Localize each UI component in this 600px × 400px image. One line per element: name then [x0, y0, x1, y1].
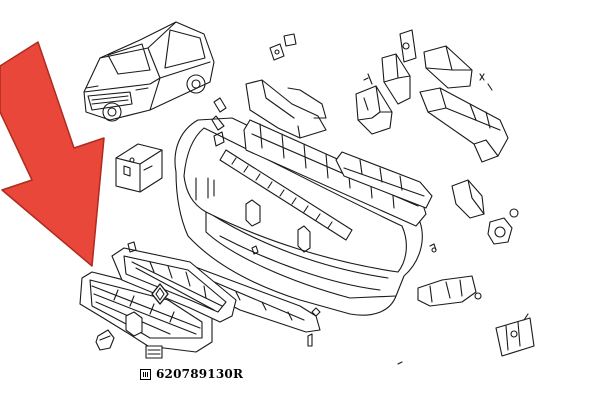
mounting-plate [495, 313, 535, 357]
bracket-assembly-right [419, 45, 509, 163]
grille-clip [95, 329, 163, 359]
clip-icon [211, 33, 519, 300]
part-number-label: 620789130R [156, 367, 244, 381]
connector-box [115, 143, 163, 193]
renault-logo-icon [125, 283, 169, 337]
fog-lamp [417, 275, 477, 307]
side-deflector [335, 151, 433, 209]
part-number-marker [140, 369, 151, 380]
impact-absorber [243, 119, 427, 227]
foglamp-bracket [451, 179, 513, 245]
arrow-icon [0, 41, 105, 267]
bumper-bracket-left [355, 85, 393, 135]
vehicle-icon [83, 21, 215, 122]
upper-crossmember [245, 79, 327, 139]
bolt-icon [251, 243, 437, 365]
bumper-inner-grille [219, 149, 353, 241]
headlamp-bracket [381, 29, 417, 105]
upper-grille [111, 241, 237, 323]
